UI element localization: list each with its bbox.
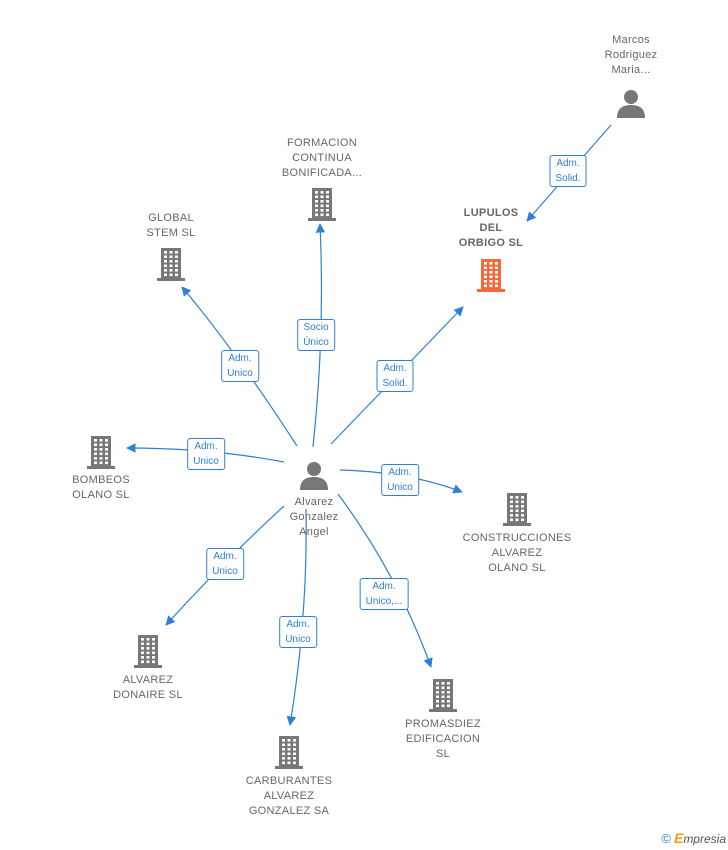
- edge-label-line: Adm.: [194, 441, 218, 452]
- node-construcciones[interactable]: [501, 491, 533, 532]
- node-label-bombeos[interactable]: BOMBEOS OLANO SL: [72, 473, 130, 503]
- edge-label-lupulos[interactable]: Adm. Solid.: [549, 155, 587, 187]
- node-bombeos[interactable]: [85, 434, 117, 475]
- edge-label-line: Adm.: [372, 581, 396, 592]
- edge-alvarez_angel-to-promasdiez: [337, 493, 433, 668]
- node-label-line: ALVAREZ: [122, 674, 174, 686]
- building-icon: [477, 259, 505, 292]
- node-label-line: ORBIGO SL: [458, 237, 524, 249]
- edge-label-promasdiez[interactable]: Adm. Unico,...: [359, 578, 409, 610]
- edge-label-line: Adm.: [383, 363, 407, 374]
- node-label-lupulos[interactable]: LUPULOS DEL ORBIGO SL: [459, 206, 523, 251]
- edge-label-carburantes[interactable]: Adm. Unico: [279, 616, 317, 648]
- node-marcos[interactable]: [616, 88, 646, 123]
- node-label-construcciones[interactable]: CONSTRUCCIONES ALVAREZ OLANO SL: [463, 531, 572, 576]
- node-label-line: ALVAREZ: [263, 790, 315, 802]
- node-label-line: GONZALEZ SA: [248, 805, 330, 817]
- edge-label-line: Único: [303, 337, 329, 348]
- node-label-line: CARBURANTES: [245, 775, 333, 787]
- edge-label-line: Adm.: [388, 467, 412, 478]
- edge-label-line: Socio: [303, 322, 329, 333]
- node-label-line: DONAIRE SL: [113, 689, 183, 701]
- copyright-icon: ©: [661, 831, 671, 846]
- node-label-line: OLANO SL: [72, 489, 130, 501]
- node-global[interactable]: [155, 246, 187, 287]
- node-label-line: Rodriguez: [604, 49, 658, 61]
- node-label-line: Gonzalez: [289, 511, 339, 523]
- brand-name: mpresia: [683, 832, 726, 846]
- building-icon: [429, 679, 457, 712]
- node-carburantes[interactable]: [273, 734, 305, 775]
- node-label-line: PROMASDIEZ: [405, 718, 481, 730]
- edge-label-lupulos[interactable]: Adm. Solid.: [376, 360, 414, 392]
- edge-label-line: Solid.: [555, 173, 581, 184]
- edge-label-line: Adm.: [286, 619, 310, 630]
- node-label-line: SL: [435, 748, 451, 760]
- edge-label-global[interactable]: Adm. Unico: [221, 350, 259, 382]
- node-label-line: CONSTRUCCIONES: [462, 532, 572, 544]
- node-label-line: ALVAREZ: [491, 547, 543, 559]
- node-label-line: Maria...: [611, 64, 651, 76]
- node-label-line: EDIFICACION: [405, 733, 481, 745]
- node-label-donaire[interactable]: ALVAREZ DONAIRE SL: [113, 673, 183, 703]
- building-icon: [503, 493, 531, 526]
- person-icon: [300, 462, 328, 490]
- building-icon: [134, 635, 162, 668]
- node-label-line: STEM SL: [146, 227, 196, 239]
- building-icon: [87, 436, 115, 469]
- building-icon: [308, 188, 336, 221]
- edge-label-line: Solid.: [382, 378, 408, 389]
- edge-label-bombeos[interactable]: Adm. Unico: [187, 438, 225, 470]
- node-label-line: OLANO SL: [488, 562, 546, 574]
- node-label-carburantes[interactable]: CARBURANTES ALVAREZ GONZALEZ SA: [246, 774, 332, 819]
- person-icon: [617, 90, 645, 118]
- edge-label-construcciones[interactable]: Adm. Unico: [381, 464, 419, 496]
- edge-label-line: Unico: [212, 566, 238, 577]
- node-label-line: CONTINUA: [292, 152, 352, 164]
- edge-label-line: Unico,...: [365, 596, 403, 607]
- edge-label-line: Adm.: [213, 551, 237, 562]
- edge-label-line: Unico: [387, 482, 413, 493]
- node-promasdiez[interactable]: [427, 677, 459, 718]
- node-label-global[interactable]: GLOBAL STEM SL: [146, 211, 195, 241]
- footer-brand: ©Empresia: [661, 830, 726, 846]
- edge-label-line: Unico: [285, 634, 311, 645]
- edge-label-line: Unico: [227, 368, 253, 379]
- node-donaire[interactable]: [132, 633, 164, 674]
- node-label-line: FORMACION: [287, 137, 357, 149]
- node-alvarez_angel[interactable]: [299, 460, 329, 495]
- node-label-line: Angel: [299, 526, 329, 538]
- brand-initial: E: [673, 830, 684, 846]
- node-label-line: BONIFICADA...: [281, 167, 363, 179]
- node-label-line: Marcos: [612, 34, 650, 46]
- edge-label-line: Adm.: [228, 353, 252, 364]
- building-icon: [275, 736, 303, 769]
- node-label-formacion[interactable]: FORMACION CONTINUA BONIFICADA...: [282, 136, 362, 181]
- node-lupulos[interactable]: [475, 257, 507, 298]
- building-icon: [157, 248, 185, 281]
- edge-label-donaire[interactable]: Adm. Unico: [206, 548, 244, 580]
- node-formacion[interactable]: [306, 186, 338, 227]
- node-label-line: BOMBEOS: [72, 474, 130, 486]
- node-label-line: GLOBAL: [148, 212, 194, 224]
- node-label-line: Alvarez: [294, 496, 334, 508]
- edge-label-line: Unico: [193, 456, 219, 467]
- node-label-promasdiez[interactable]: PROMASDIEZ EDIFICACION SL: [405, 717, 481, 762]
- node-label-line: DEL: [479, 222, 503, 234]
- edge-label-line: Adm.: [556, 158, 580, 169]
- node-label-line: LUPULOS: [463, 207, 519, 219]
